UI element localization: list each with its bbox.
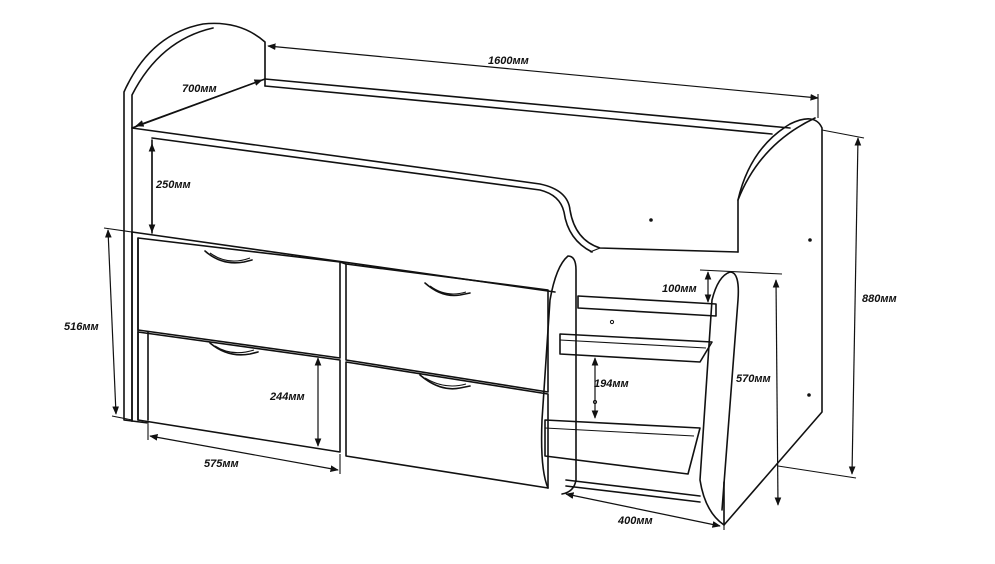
back-rail	[264, 78, 791, 135]
label-step-gap: 194мм	[594, 378, 629, 390]
drawer-block	[131, 231, 556, 424]
dimension-labels: 1600мм 700мм 250мм 516мм 244мм 575мм 100…	[64, 55, 897, 527]
label-depth: 700мм	[182, 83, 217, 95]
label-drawer-block-height: 516мм	[64, 321, 99, 333]
label-step-gap-top: 100мм	[662, 283, 697, 295]
label-drawer-height: 244мм	[269, 391, 305, 403]
drawer-upper-right	[345, 263, 549, 393]
label-ladder-width: 400мм	[617, 515, 653, 527]
label-length: 1600мм	[488, 55, 529, 67]
drawer-lower-left	[137, 331, 341, 453]
label-side-height: 250мм	[155, 179, 191, 191]
front-guard-rail	[131, 127, 739, 253]
label-total-height: 880мм	[862, 293, 897, 305]
right-headboard	[723, 117, 823, 526]
drawer-upper-left	[137, 237, 341, 359]
ladder	[540, 255, 740, 526]
dimension-lines	[103, 42, 865, 530]
label-ladder-height: 570мм	[736, 373, 771, 385]
label-drawer-width: 575мм	[204, 458, 239, 470]
bolt-hole	[649, 218, 653, 222]
